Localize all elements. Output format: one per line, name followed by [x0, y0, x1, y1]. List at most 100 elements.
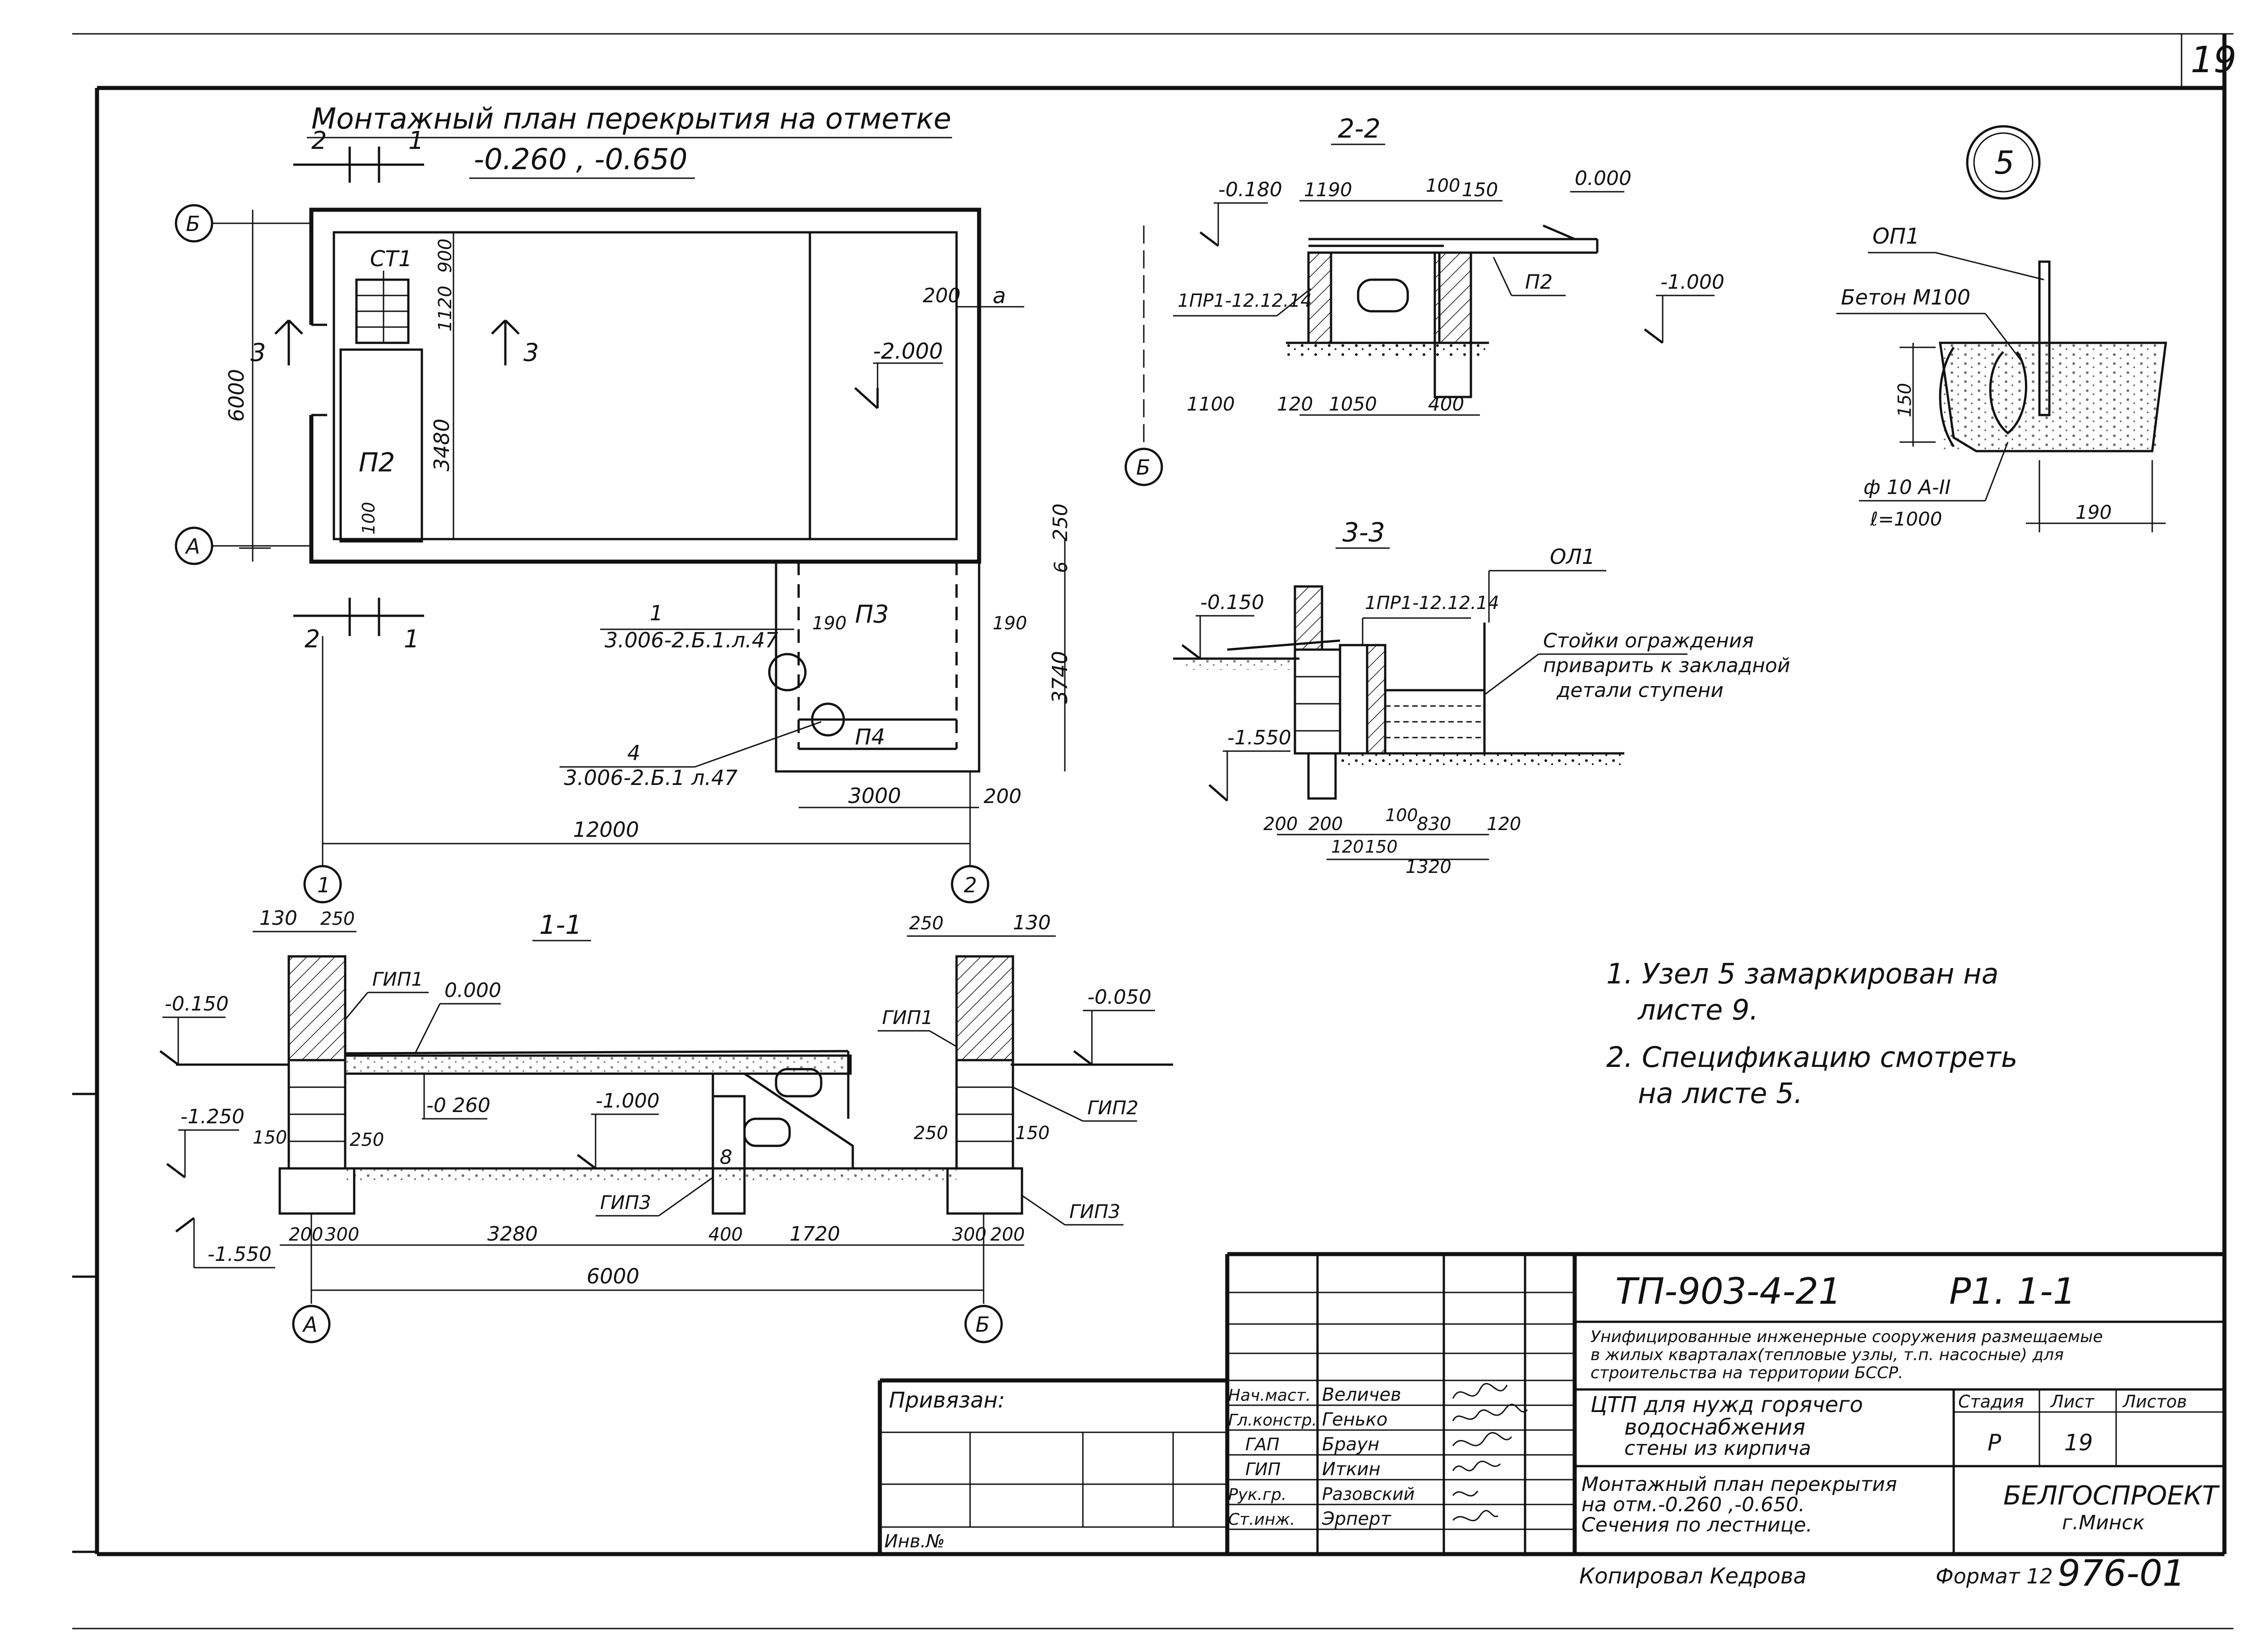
svg-text:детали ступени: детали ступени	[1556, 679, 1724, 702]
svg-text:Б: Б	[186, 212, 200, 236]
svg-text:190: 190	[993, 613, 1027, 634]
svg-text:Б: Б	[1136, 455, 1151, 480]
svg-text:Лист: Лист	[2050, 1392, 2095, 1412]
svg-text:200: 200	[990, 1224, 1025, 1245]
svg-text:в жилых кварталах(тепловые узл: в жилых кварталах(тепловые узлы, т.п. на…	[1590, 1346, 2064, 1364]
svg-text:строительства на территории БС: строительства на территории БССР.	[1590, 1364, 1903, 1382]
svg-text:ГИП3: ГИП3	[1069, 1200, 1120, 1223]
svg-text:8: 8	[720, 1146, 732, 1169]
svg-text:6000: 6000	[224, 369, 249, 422]
svg-text:-2.000: -2.000	[873, 339, 943, 364]
svg-text:6000: 6000	[587, 1264, 639, 1288]
svg-text:Иткин: Иткин	[1322, 1459, 1381, 1480]
svg-text:2: 2	[964, 873, 977, 897]
svg-text:900: 900	[435, 239, 456, 273]
svg-text:3: 3	[523, 338, 539, 367]
section-1-1: 1-1 8 -0.150	[159, 907, 1173, 1343]
svg-text:1ПР1-12.12.14: 1ПР1-12.12.14	[1365, 593, 1499, 614]
svg-text:1050: 1050	[1329, 393, 1377, 415]
note-2: 2. Спецификацию смотреть	[1606, 1041, 2018, 1074]
svg-text:300: 300	[952, 1224, 986, 1245]
note-1-cont: листе 9.	[1637, 993, 1758, 1026]
svg-text:150: 150	[1015, 1123, 1049, 1144]
svg-text:1100: 1100	[1187, 393, 1235, 415]
svg-text:Формат 12: Формат 12	[1936, 1564, 2053, 1588]
note-2-cont: на листе 5.	[1638, 1077, 1803, 1110]
svg-text:100: 100	[1385, 805, 1418, 825]
svg-text:-1.250: -1.250	[180, 1105, 245, 1128]
svg-text:Стойки ограждения: Стойки ограждения	[1543, 629, 1754, 652]
svg-text:830: 830	[1417, 814, 1451, 835]
title-block: Привязан: Инв.№ Нач.маст. Гл.констр. ГАП…	[878, 1252, 2224, 1594]
svg-text:Р: Р	[1988, 1430, 2002, 1456]
svg-text:ГАП: ГАП	[1245, 1435, 1280, 1454]
svg-text:А: А	[185, 534, 200, 558]
section-1-1-title: 1-1	[539, 909, 582, 940]
svg-text:1720: 1720	[790, 1223, 840, 1246]
svg-text:-0 260: -0 260	[426, 1094, 490, 1117]
svg-text:1ПР1-12.12.14: 1ПР1-12.12.14	[1178, 291, 1312, 311]
svg-text:3480: 3480	[430, 419, 454, 471]
svg-text:2: 2	[311, 126, 327, 155]
svg-text:ГИП1: ГИП1	[882, 1006, 933, 1029]
svg-text:-0.150: -0.150	[1200, 591, 1264, 614]
svg-text:1: 1	[317, 873, 330, 897]
svg-text:П3: П3	[855, 600, 889, 628]
svg-text:150: 150	[1365, 837, 1398, 857]
privyazan-label: Привязан:	[889, 1388, 1005, 1413]
svg-text:190: 190	[2076, 501, 2112, 523]
section-3-3: 3-3 -0.150 -1.550 1ПР1-12.12.14	[1173, 517, 1790, 877]
svg-text:Ст.инж.: Ст.инж.	[1228, 1510, 1295, 1529]
svg-text:200: 200	[1263, 814, 1298, 835]
svg-text:3.006-2.Б.1.л.47: 3.006-2.Б.1.л.47	[605, 628, 778, 652]
sheet-number: 19	[2191, 39, 2237, 81]
svg-text:водоснабжения: водоснабжения	[1624, 1415, 1805, 1440]
svg-text:1120: 1120	[435, 286, 456, 332]
svg-text:Копировал Кедрова: Копировал Кедрова	[1579, 1564, 1807, 1589]
section-2-2-title: 2-2	[1338, 113, 1381, 144]
svg-text:1: 1	[404, 625, 419, 653]
section-3-3-title: 3-3	[1342, 517, 1385, 548]
svg-text:Рук.гр.: Рук.гр.	[1228, 1486, 1286, 1504]
svg-text:120: 120	[1331, 837, 1364, 857]
svg-text:250: 250	[320, 909, 355, 929]
svg-text:Эрперт: Эрперт	[1322, 1509, 1392, 1529]
svg-text:150: 150	[1462, 179, 1498, 201]
svg-text:Генько: Генько	[1322, 1409, 1387, 1430]
svg-text:Разовский: Разовский	[1322, 1484, 1415, 1504]
svg-text:стены из кирпича: стены из кирпича	[1624, 1437, 1811, 1460]
svg-text:19: 19	[2064, 1430, 2093, 1456]
svg-text:А: А	[302, 1312, 317, 1337]
svg-text:Браун: Браун	[1322, 1434, 1379, 1455]
svg-text:П4: П4	[855, 724, 885, 750]
svg-text:г.Минск: г.Минск	[2062, 1511, 2145, 1534]
svg-text:ЦТП для нужд горячего: ЦТП для нужд горячего	[1590, 1392, 1863, 1417]
svg-text:Сечения по лестнице.: Сечения по лестнице.	[1581, 1514, 1812, 1537]
plan-view: Монтажный план перекрытия на отметке -0.…	[175, 102, 1072, 904]
section-2-2: 2-2 -0.180 0.000 -1.000 1190 100 150 110…	[1124, 113, 1724, 486]
svg-text:-1.550: -1.550	[208, 1243, 272, 1266]
svg-text:120: 120	[1487, 814, 1521, 835]
svg-text:400: 400	[1428, 393, 1464, 415]
svg-text:0.000: 0.000	[444, 979, 501, 1002]
svg-text:6: 6	[1051, 562, 1072, 573]
note-1: 1. Узел 5 замаркирован на	[1606, 957, 1999, 990]
svg-text:200: 200	[984, 785, 1022, 808]
svg-text:200: 200	[289, 1224, 323, 1245]
svg-text:130: 130	[259, 907, 297, 930]
general-notes: 1. Узел 5 замаркирован на листе 9. 2. Сп…	[1606, 957, 2018, 1110]
svg-text:Гл.констр.: Гл.констр.	[1228, 1411, 1317, 1430]
svg-text:250: 250	[350, 1130, 384, 1150]
svg-text:1: 1	[650, 601, 663, 625]
svg-text:приварить к закладной: приварить к закладной	[1543, 654, 1790, 677]
svg-text:0.000: 0.000	[1575, 167, 1632, 190]
svg-text:-1.550: -1.550	[1227, 726, 1291, 749]
svg-text:1190: 1190	[1304, 179, 1352, 201]
svg-text:ОЛ1: ОЛ1	[1550, 545, 1595, 569]
inv-label: Инв.№	[884, 1531, 945, 1552]
project-code: ТП-903-4-21	[1615, 1270, 1841, 1312]
sheet-code: Р1. 1-1	[1949, 1270, 2076, 1312]
svg-text:250: 250	[909, 913, 943, 934]
svg-text:Бетон М100: Бетон М100	[1841, 285, 1970, 309]
